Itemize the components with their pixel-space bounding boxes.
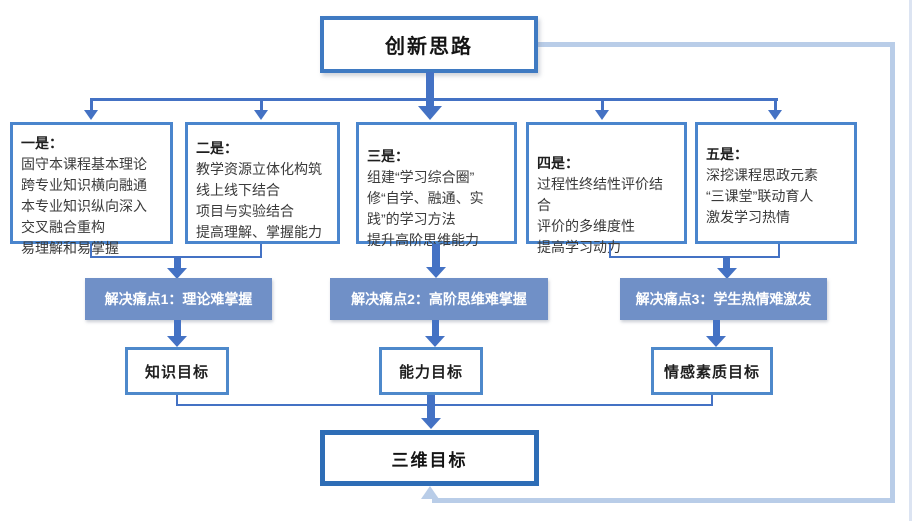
merge1-stub-left <box>90 244 92 258</box>
strategy-box-3: 三是： 组建“学习综合圈”修“自学、融通、实践”的学习方法提升高阶思维能力 <box>356 122 517 248</box>
feedback-line-bottom <box>432 498 895 503</box>
connector-distribution-line <box>90 98 778 101</box>
innovation-box: 创新思路 <box>320 16 538 73</box>
feedback-line-right <box>890 42 895 503</box>
strategy-box-4-lines: 过程性终结性评价结合评价的多维度性提高学习动力 <box>537 176 663 255</box>
arrowhead-down-icon <box>254 110 268 120</box>
merge1-arrow-stem <box>174 257 181 270</box>
merge-goals-arrow-stem <box>427 395 435 419</box>
connector-arrow4-stem <box>601 101 604 111</box>
goal-box-ability: 能力目标 <box>379 347 483 395</box>
pp1-goal-arrow-stem <box>174 320 181 337</box>
arrowhead-down-icon <box>768 110 782 120</box>
strategy-box-5-lines: 深挖课程思政元素“三课堂”联动育人激发学习热情 <box>706 167 818 225</box>
pp2-goal-arrow-stem <box>432 320 439 337</box>
pain-point-2-label: 解决痛点2：高阶思维难掌握 <box>351 291 527 307</box>
pain-point-box-1: 解决痛点1：理论难掌握 <box>85 278 272 320</box>
pain-point-box-3: 解决痛点3：学生热情难激发 <box>620 278 827 320</box>
arrowhead-down-icon <box>421 418 441 429</box>
goal-ability-label: 能力目标 <box>398 363 463 381</box>
pain-point-1-label: 解决痛点1：理论难掌握 <box>104 291 253 307</box>
arrowhead-down-icon <box>425 336 445 347</box>
arrowhead-down-icon <box>167 336 187 347</box>
merge3-arrow-stem <box>723 257 730 269</box>
three-dimensional-goal-label: 三维目标 <box>391 450 468 470</box>
three-dimensional-goal-box: 三维目标 <box>320 430 539 486</box>
strategy-box-2-lines: 教学资源立体化构筑线上线下结合项目与实验结合提高理解、掌握能力 <box>196 161 322 240</box>
strategy-box-1-lines: 固守本课程基本理论跨专业知识横向融通本专业知识纵向深入交叉融合重构易理解和易掌握 <box>21 156 147 256</box>
merge-goals-line <box>176 404 713 406</box>
pain-point-box-2: 解决痛点2：高阶思维难掌握 <box>330 278 548 320</box>
arrowhead-down-icon <box>84 110 98 120</box>
strategy-box-5-title: 五是： <box>706 146 748 162</box>
arrowhead-down-icon <box>426 267 446 278</box>
strategy-box-5: 五是： 深挖课程思政元素“三课堂”联动育人激发学习热情 <box>695 122 857 244</box>
connector-box3-stem <box>432 244 440 268</box>
merge-goals-stub-left <box>176 395 178 406</box>
goal-knowledge-label: 知识目标 <box>144 363 209 381</box>
arrowhead-down-icon <box>717 268 737 279</box>
merge-goals-stub-right <box>711 395 713 406</box>
merge3-stub-right <box>778 244 780 258</box>
arrowhead-down-icon <box>706 336 726 347</box>
strategy-box-1: 一是： 固守本课程基本理论跨专业知识横向融通本专业知识纵向深入交叉融合重构易理解… <box>10 122 173 256</box>
feedback-arrowhead-up-icon <box>421 486 439 499</box>
goal-box-knowledge: 知识目标 <box>125 347 229 395</box>
strategy-box-4: 四是： 过程性终结性评价结合评价的多维度性提高学习动力 <box>526 122 687 255</box>
arrowhead-down-icon <box>595 110 609 120</box>
strategy-box-4-title: 四是： <box>537 155 579 171</box>
connector-arrow2-stem <box>260 101 263 111</box>
pp3-goal-arrow-stem <box>713 320 720 337</box>
arrowhead-down-icon <box>167 268 187 279</box>
arrowhead-down-icon <box>418 106 442 120</box>
slide-edge-line <box>909 0 912 521</box>
feedback-line-top <box>538 42 895 47</box>
goal-box-emotion: 情感素质目标 <box>651 347 773 395</box>
connector-arrow1-stem <box>90 101 93 111</box>
strategy-box-2-title: 二是： <box>196 140 238 156</box>
innovation-label: 创新思路 <box>385 36 473 58</box>
connector-top-stem <box>426 72 434 106</box>
connector-arrow5-stem <box>774 101 777 111</box>
goal-emotion-label: 情感素质目标 <box>663 363 760 381</box>
merge3-stub-left <box>609 244 611 258</box>
strategy-box-3-lines: 组建“学习综合圈”修“自学、融通、实践”的学习方法提升高阶思维能力 <box>367 169 484 248</box>
strategy-box-3-title: 三是： <box>367 148 409 164</box>
merge1-stub-right <box>260 244 262 258</box>
merge3-line <box>609 256 780 258</box>
strategy-box-1-title: 一是： <box>21 135 63 151</box>
strategy-box-2: 二是： 教学资源立体化构筑线上线下结合项目与实验结合提高理解、掌握能力 <box>185 122 340 244</box>
pain-point-3-label: 解决痛点3：学生热情难激发 <box>635 291 812 307</box>
